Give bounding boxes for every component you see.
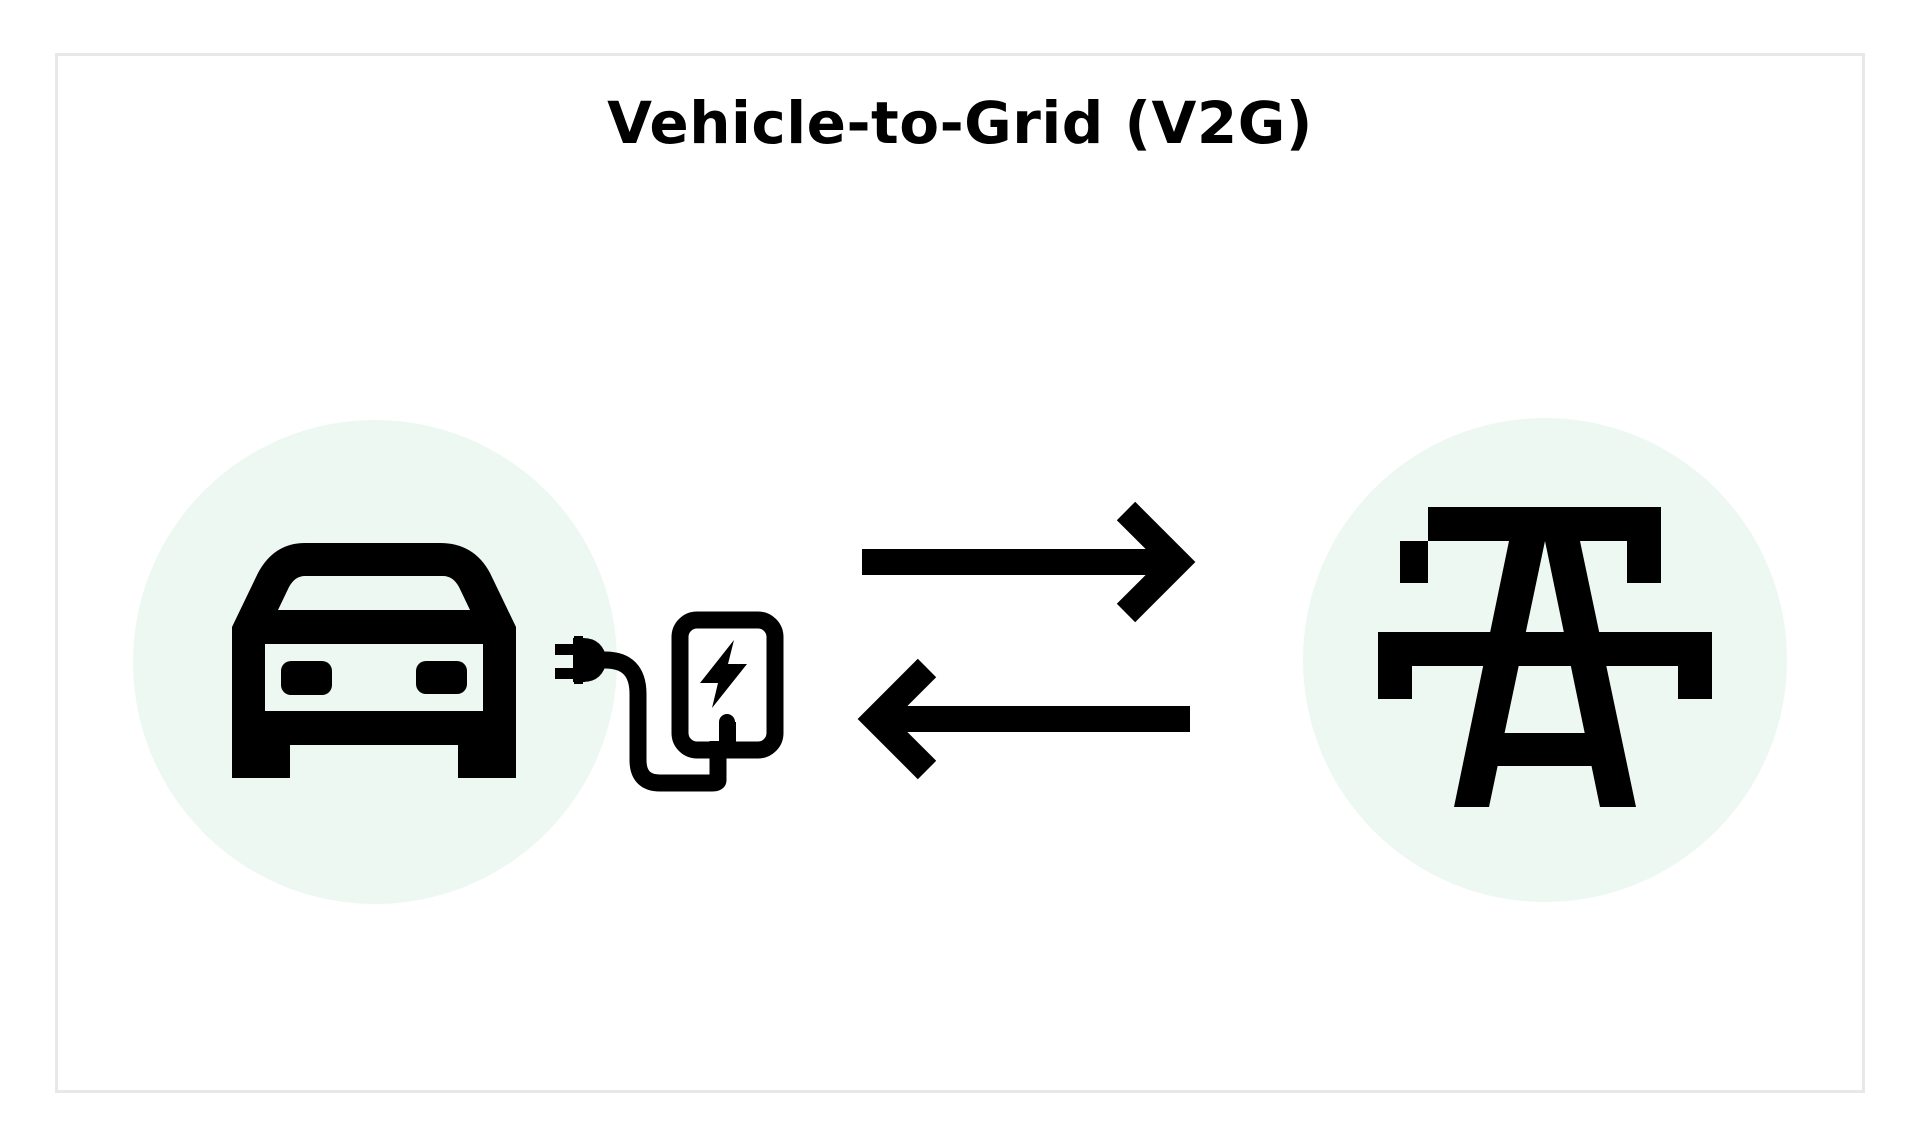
diagram-title: Vehicle-to-Grid (V2G) — [607, 89, 1313, 157]
ev-charger-icon — [555, 611, 784, 792]
electric-car-icon — [232, 543, 516, 778]
arrow-right-icon — [862, 501, 1196, 623]
vehicle-circle — [133, 420, 617, 904]
diagram-frame — [55, 53, 1865, 1093]
arrow-left-icon — [857, 658, 1190, 780]
power-pylon-icon — [1378, 507, 1712, 807]
